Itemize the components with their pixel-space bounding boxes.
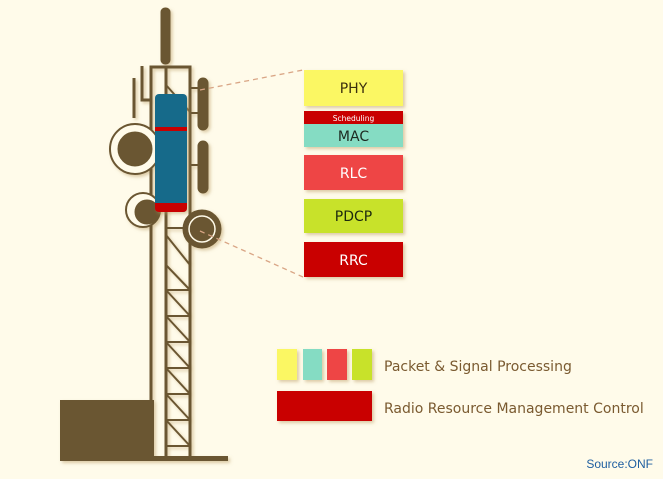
layer-label: RRC [339,253,368,269]
legend: Packet & Signal Processing Radio Resourc… [277,349,644,421]
layer-rlc: RLC [304,155,403,190]
legend-swatch-packet [277,349,372,380]
layer-scheduling: Scheduling [304,111,403,124]
dish-antenna-icon [109,123,161,175]
layer-label: MAC [338,129,369,145]
layer-label: PHY [340,81,368,97]
layer-rrc: RRC [304,242,403,277]
layer-label: RLC [340,166,368,182]
layer-pdcp: PDCP [304,199,403,233]
antenna-panel [197,77,209,131]
legend-label: Packet & Signal Processing [384,359,572,375]
cell-tower-icon [60,7,228,461]
protocol-stack: PHY Scheduling MAC RLC PDCP RRC [304,70,403,277]
layer-label: PDCP [335,209,372,225]
base-block [60,400,154,460]
callout-line [199,69,304,91]
layer-mac: MAC [304,124,403,147]
layer-phy: PHY [304,70,403,106]
ground [60,456,228,461]
mast [160,7,171,65]
antenna-panel [197,140,209,194]
dish-antenna-icon [182,209,222,249]
legend-swatch-rrm [277,391,372,421]
dish-antenna-icon [125,192,161,228]
radio-unit [155,94,187,212]
legend-label: Radio Resource Management Control [384,401,644,417]
source-credit: Source:ONF [586,457,653,471]
callout-line [199,230,304,278]
layer-label: Scheduling [333,114,375,123]
